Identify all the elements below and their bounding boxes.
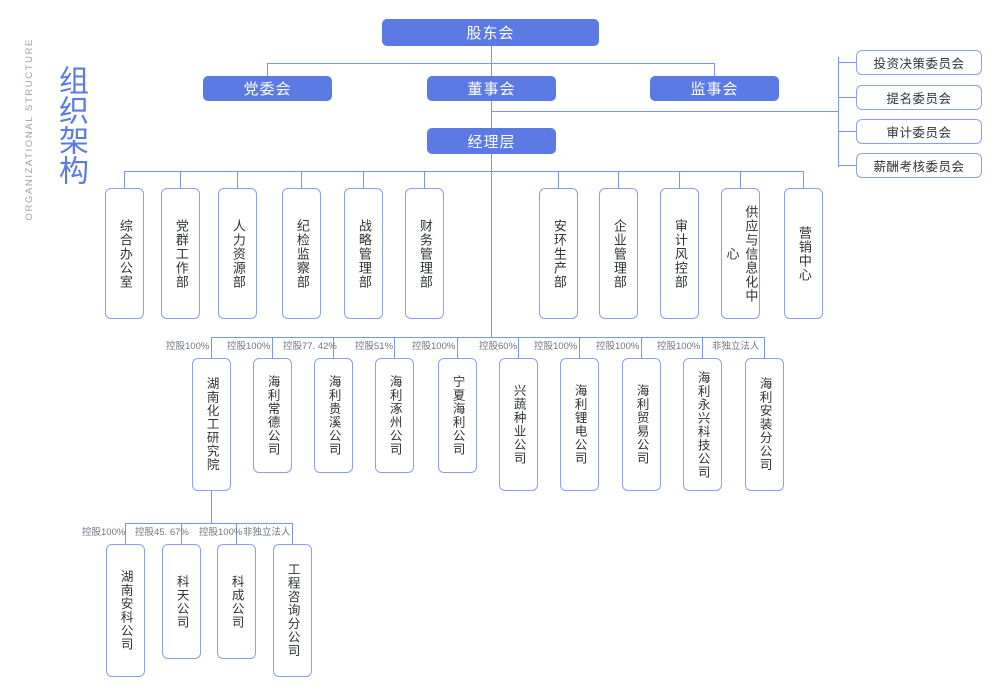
connector-committee-2 bbox=[838, 97, 856, 98]
connector-board-down bbox=[491, 101, 492, 129]
connector-dept-6 bbox=[424, 171, 425, 188]
node-nomination-committee[interactable]: 提名委员会 bbox=[856, 85, 982, 110]
connector-departments-bus bbox=[124, 171, 804, 172]
node-shareholders-meeting[interactable]: 股东会 bbox=[382, 19, 599, 46]
node-dept-audit-risk-control[interactable]: 审计风控部 bbox=[660, 188, 699, 319]
node-dept-safety-environment-production[interactable]: 安环生产部 bbox=[539, 188, 578, 319]
connector-subsub-1 bbox=[125, 523, 126, 544]
node-management-layer[interactable]: 经理层 bbox=[427, 128, 556, 154]
ownership-label-sub-6: 控股60% bbox=[479, 341, 518, 352]
ownership-label-sub-5: 控股100% bbox=[412, 341, 456, 352]
node-dept-finance-management[interactable]: 财务管理部 bbox=[405, 188, 444, 319]
ownership-label-sub-4: 控股51% bbox=[355, 341, 394, 352]
connector-sub-3 bbox=[333, 337, 334, 358]
connector-sub-5 bbox=[457, 337, 458, 358]
node-sub-haili-guixi[interactable]: 海利贵溪公司 bbox=[314, 358, 353, 473]
connector-dept-2 bbox=[180, 171, 181, 188]
node-sub-ningxia-haili[interactable]: 宁夏海利公司 bbox=[438, 358, 477, 473]
connector-committee-4 bbox=[838, 165, 856, 166]
connector-committee-bus bbox=[838, 57, 839, 167]
node-subsub-hunan-anke[interactable]: 湖南安科公司 bbox=[106, 544, 145, 677]
connector-committee-1 bbox=[838, 62, 856, 63]
node-sub-haili-installation-branch[interactable]: 海利安装分公司 bbox=[745, 358, 784, 491]
connector-dept-4 bbox=[301, 171, 302, 188]
ownership-label-sub-7: 控股100% bbox=[534, 341, 578, 352]
connector-subsub-3 bbox=[236, 523, 237, 544]
node-board-of-directors[interactable]: 董事会 bbox=[427, 76, 556, 101]
connector-level2-c bbox=[714, 63, 715, 77]
ownership-label-subsub-4: 非独立法人 bbox=[243, 527, 291, 538]
page-title: 组织架构 bbox=[54, 65, 87, 185]
node-dept-supply-informatization-center[interactable]: 供应与信息化中心 bbox=[721, 188, 760, 319]
node-audit-committee[interactable]: 审计委员会 bbox=[856, 119, 982, 144]
node-dept-general-office[interactable]: 综合办公室 bbox=[105, 188, 144, 319]
connector-sub-1 bbox=[211, 337, 212, 358]
connector-subsub-4 bbox=[292, 523, 293, 544]
node-remuneration-committee[interactable]: 薪酬考核委员会 bbox=[856, 153, 982, 178]
ownership-label-sub-10: 非独立法人 bbox=[712, 341, 760, 352]
ownership-label-sub-2: 控股100% bbox=[227, 341, 271, 352]
connector-sub-10 bbox=[764, 337, 765, 358]
connector-level2-b bbox=[491, 63, 492, 77]
node-dept-enterprise-management[interactable]: 企业管理部 bbox=[599, 188, 638, 319]
connector-dept-8 bbox=[618, 171, 619, 188]
node-dept-strategy-management[interactable]: 战略管理部 bbox=[344, 188, 383, 319]
ownership-label-subsub-2: 控股45. 67% bbox=[135, 527, 189, 538]
connector-dept-11 bbox=[803, 171, 804, 188]
node-party-committee[interactable]: 党委会 bbox=[203, 76, 332, 101]
node-sub-xingshu-seed[interactable]: 兴蔬种业公司 bbox=[499, 358, 538, 491]
ownership-label-sub-9: 控股100% bbox=[657, 341, 701, 352]
connector-dept-1 bbox=[124, 171, 125, 188]
connector-sub-2 bbox=[272, 337, 273, 358]
connector-committee-run bbox=[491, 111, 838, 112]
ownership-label-subsub-1: 控股100% bbox=[82, 527, 126, 538]
node-sub-haili-changde[interactable]: 海利常德公司 bbox=[253, 358, 292, 473]
connector-dept-3 bbox=[237, 171, 238, 188]
connector-shareholders-down bbox=[491, 45, 492, 63]
connector-sub-8 bbox=[641, 337, 642, 358]
connector-subsidiaries-bus bbox=[211, 337, 764, 338]
connector-dept-10 bbox=[740, 171, 741, 188]
node-dept-human-resources[interactable]: 人力资源部 bbox=[218, 188, 257, 319]
connector-manager-down bbox=[491, 154, 492, 337]
node-dept-party-work[interactable]: 党群工作部 bbox=[161, 188, 200, 319]
connector-dept-7 bbox=[558, 171, 559, 188]
connector-subsub-2 bbox=[181, 523, 182, 544]
connector-committee-3 bbox=[838, 131, 856, 132]
connector-subsub-bus bbox=[125, 523, 292, 524]
node-sub-haili-yongxing-technology[interactable]: 海利永兴科技公司 bbox=[683, 358, 722, 491]
connector-dept-9 bbox=[679, 171, 680, 188]
connector-sub-7 bbox=[579, 337, 580, 358]
node-dept-discipline-inspection[interactable]: 纪检监察部 bbox=[282, 188, 321, 319]
ownership-label-sub-1: 控股100% bbox=[166, 341, 210, 352]
ownership-label-sub-3: 控股77. 42% bbox=[283, 341, 337, 352]
node-sub-haili-zhuozhou[interactable]: 海利涿州公司 bbox=[375, 358, 414, 473]
node-supervisory-board[interactable]: 监事会 bbox=[650, 76, 779, 101]
connector-research-down bbox=[211, 491, 212, 523]
node-dept-marketing-center[interactable]: 营销中心 bbox=[784, 188, 823, 319]
node-sub-haili-trading[interactable]: 海利贸易公司 bbox=[622, 358, 661, 491]
node-sub-hunan-chemical-research-institute[interactable]: 湖南化工研究院 bbox=[192, 358, 231, 491]
node-subsub-ketian[interactable]: 科天公司 bbox=[162, 544, 201, 659]
connector-sub-4 bbox=[394, 337, 395, 358]
node-sub-haili-lithium-battery[interactable]: 海利锂电公司 bbox=[560, 358, 599, 491]
connector-dept-5 bbox=[363, 171, 364, 188]
node-subsub-kecheng[interactable]: 科成公司 bbox=[217, 544, 256, 659]
connector-level2-a bbox=[267, 63, 268, 77]
connector-sub-6 bbox=[518, 337, 519, 358]
ownership-label-subsub-3: 控股100% bbox=[199, 527, 243, 538]
node-investment-decision-committee[interactable]: 投资决策委员会 bbox=[856, 50, 982, 75]
node-subsub-engineering-consulting-branch[interactable]: 工程咨询分公司 bbox=[273, 544, 312, 677]
page-subtitle: ORGANIZATIONAL STRUCTURE bbox=[24, 38, 35, 221]
ownership-label-sub-8: 控股100% bbox=[596, 341, 640, 352]
connector-sub-9 bbox=[702, 337, 703, 358]
